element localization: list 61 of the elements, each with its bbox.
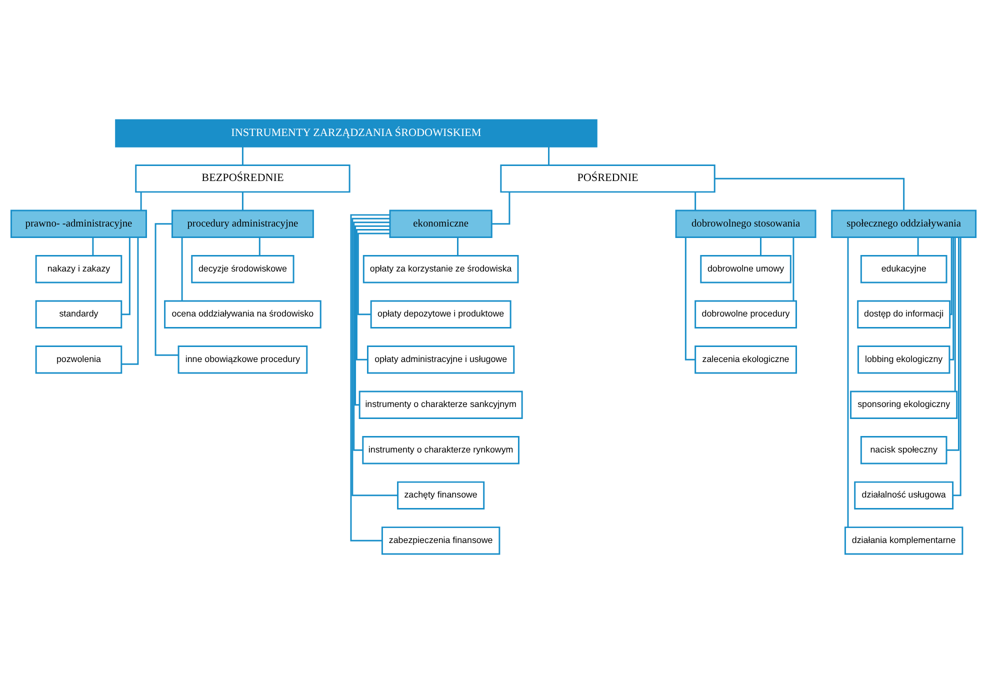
- node-box: instrumenty o charakterze rynkowym: [362, 436, 520, 464]
- node-box: zalecenia ekologiczne: [694, 346, 797, 374]
- node-box: dobrowolnego stosowania: [675, 210, 816, 238]
- connector: [946, 237, 960, 451]
- node-box: ocena oddziaływania na środowisko: [164, 300, 322, 328]
- node-box: instrumenty o charakterze sankcyjnym: [358, 390, 523, 419]
- connector: [684, 237, 696, 360]
- node-box: POŚREDNIE: [500, 164, 716, 193]
- connector: [350, 214, 390, 542]
- node-box: procedury administracyjne: [171, 210, 314, 238]
- connector: [353, 222, 390, 451]
- node-box: dobrowolne umowy: [700, 255, 792, 284]
- connector: [694, 192, 696, 210]
- node-box: dobrowolne procedury: [694, 300, 797, 328]
- connector: [714, 178, 905, 210]
- node-box: społecznego oddziaływania: [831, 210, 977, 238]
- connector: [548, 146, 550, 166]
- connector: [950, 237, 952, 316]
- connector: [847, 237, 849, 528]
- node-box: zachęty finansowe: [397, 481, 485, 510]
- connector: [354, 225, 390, 406]
- connector: [258, 237, 260, 256]
- node-box: działania komplementarne: [844, 526, 964, 555]
- connector: [954, 237, 956, 392]
- node-box: lobbing ekologiczny: [857, 346, 950, 374]
- connector: [122, 237, 130, 316]
- node-box: prawno- -administracyjne: [10, 210, 147, 238]
- connector: [242, 192, 244, 210]
- connector: [760, 237, 762, 256]
- connector: [352, 218, 398, 496]
- connector: [140, 192, 142, 210]
- connector: [242, 146, 244, 166]
- connector: [457, 237, 458, 256]
- node-box: dostęp do informacji: [857, 300, 951, 328]
- node-box: opłaty za korzystanie ze środowiska: [362, 255, 519, 284]
- connector: [181, 237, 183, 301]
- node-box: ekonomiczne: [389, 210, 492, 238]
- connector: [121, 237, 139, 365]
- node-box: nakazy i zakazy: [35, 255, 122, 284]
- connector: [952, 237, 962, 496]
- node-box: pozwolenia: [35, 346, 122, 374]
- connector: [492, 192, 510, 225]
- connector: [92, 237, 94, 256]
- node-box: nacisk społeczny: [860, 436, 948, 464]
- node-box: inne obowiązkowe procedury: [178, 346, 308, 374]
- node-box: edukacyjne: [860, 255, 948, 284]
- connector: [949, 237, 954, 360]
- node-box: decyzje środowiskowe: [191, 255, 294, 284]
- connector: [357, 232, 390, 316]
- connector: [356, 229, 390, 360]
- node-box: opłaty depozytowe i produktowe: [370, 300, 512, 328]
- connector: [792, 237, 794, 301]
- node-box: standardy: [35, 300, 122, 328]
- node-box: BEZPOŚREDNIE: [135, 164, 350, 193]
- node-box: INSTRUMENTY ZARZĄDZANIA ŚRODOWISKIEM: [115, 119, 598, 148]
- node-box: działalność usługowa: [854, 481, 954, 510]
- node-box: sponsoring ekologiczny: [850, 390, 958, 419]
- connector: [917, 237, 919, 256]
- node-box: opłaty administracyjne i usługowe: [367, 346, 515, 374]
- node-box: zabezpieczenia finansowe: [381, 526, 500, 555]
- connector: [154, 223, 178, 356]
